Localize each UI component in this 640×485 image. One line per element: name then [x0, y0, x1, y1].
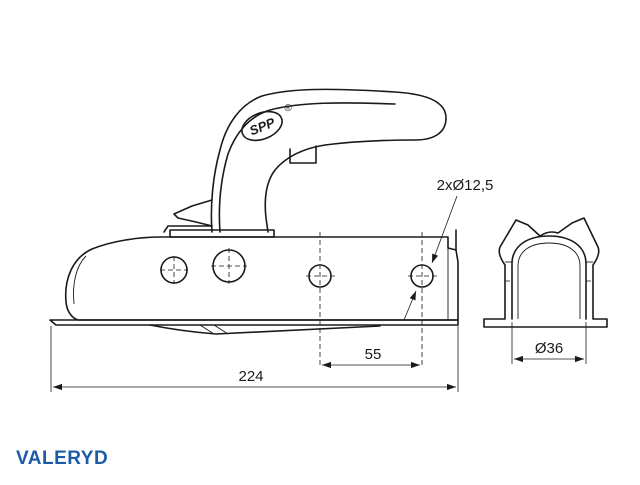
housing-inner-curve: [73, 255, 87, 305]
underside-profile: [149, 324, 381, 335]
brand-logo: VALERYD: [16, 448, 109, 469]
hole-leader-bottom: [403, 290, 417, 321]
bolt-holes: [160, 249, 434, 288]
lever-base: [163, 225, 213, 233]
base-plate: [49, 319, 459, 326]
section-inner: [511, 235, 587, 320]
housing-top-plate: [169, 229, 275, 238]
diameter-dim-label: Ø36: [535, 340, 563, 357]
hole-annotation: 2xØ12,5: [403, 177, 494, 321]
spacing-dim-label: 55: [365, 346, 382, 363]
dimension-spacing: 55: [322, 346, 420, 369]
coupling-side-view: SPP ®: [49, 88, 459, 366]
release-button: [289, 145, 317, 164]
section-inner-wall: [517, 242, 581, 319]
locking-lever: [173, 199, 213, 227]
dimension-length: 224: [50, 326, 459, 392]
coupling-front-section: Ø36: [483, 217, 608, 364]
hole-leader-top: [431, 195, 458, 264]
handle-outline: [210, 88, 447, 233]
center-lines: [160, 232, 438, 366]
registered-mark: ®: [284, 103, 292, 114]
handle-inner-outline: [218, 102, 396, 233]
underside-detail: [199, 324, 229, 335]
length-dim-label: 224: [238, 368, 263, 385]
housing-outline: [64, 236, 459, 321]
spp-logo-icon: [241, 110, 283, 142]
hole-label: 2xØ12,5: [437, 177, 494, 194]
section-outer: [483, 217, 608, 328]
